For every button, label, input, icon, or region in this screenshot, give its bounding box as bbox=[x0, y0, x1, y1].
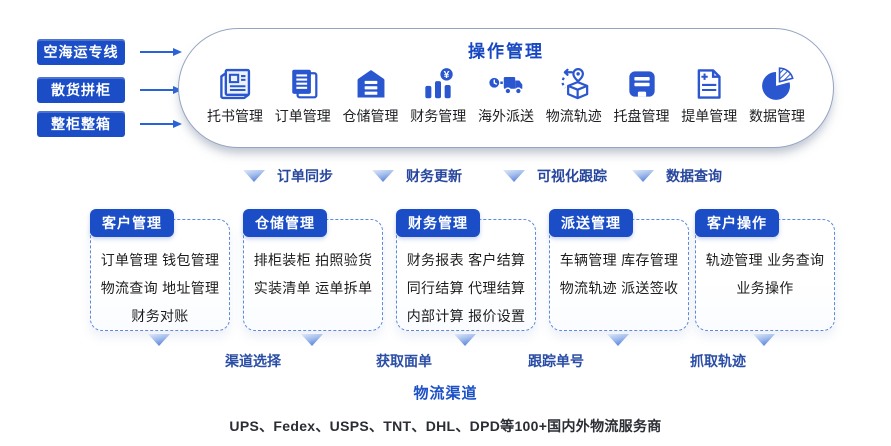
chevron-down-icon bbox=[632, 170, 654, 182]
logistics-channel-title: 物流渠道 bbox=[413, 385, 478, 402]
chevron-down-icon bbox=[148, 334, 170, 346]
source-box-lcl: 散货拼柜 bbox=[37, 77, 125, 103]
sync-label: 订单同步 bbox=[277, 168, 333, 184]
group-line: 订单管理 钱包管理 bbox=[100, 252, 220, 268]
group-line: 同行结算 代理结算 bbox=[406, 280, 526, 296]
channel-step-label: 获取面单 bbox=[376, 353, 432, 369]
chevron-down-icon bbox=[301, 334, 323, 346]
channel-step-label: 跟踪单号 bbox=[528, 353, 584, 369]
chevron-down-icon bbox=[607, 334, 629, 346]
module-label: 海外派送 bbox=[478, 108, 534, 124]
module-label: 物流轨迹 bbox=[545, 108, 602, 124]
group-dispatch-management: 派送管理 车辆管理 库存管理 物流轨迹 派送签收 bbox=[549, 209, 689, 331]
module-tracking: 物流轨迹 bbox=[542, 65, 606, 126]
sync-label: 财务更新 bbox=[406, 168, 462, 184]
chevron-down-icon bbox=[503, 170, 525, 182]
documents-icon bbox=[284, 65, 322, 103]
source-box-fcl: 整柜整箱 bbox=[37, 111, 125, 137]
channel-step-label: 渠道选择 bbox=[225, 353, 281, 369]
group-line: 物流轨迹 派送签收 bbox=[559, 280, 679, 296]
bill-of-lading-icon bbox=[690, 65, 728, 103]
group-content: 排柜装柜 拍照验货 实装清单 运单拆单 bbox=[244, 220, 382, 302]
sync-data-query: 数据查询 bbox=[632, 167, 722, 185]
group-content: 订单管理 钱包管理 物流查询 地址管理 财务对账 bbox=[91, 220, 229, 330]
sync-visual-tracking: 可视化跟踪 bbox=[503, 167, 607, 185]
sync-order: 订单同步 bbox=[243, 167, 333, 185]
right-arrow bbox=[140, 47, 182, 56]
svg-text:¥: ¥ bbox=[444, 70, 450, 81]
delivery-truck-icon bbox=[487, 65, 525, 103]
group-warehouse-management: 仓储管理 排柜装柜 拍照验货 实装清单 运单拆单 bbox=[243, 209, 383, 331]
newspaper-icon bbox=[216, 65, 254, 103]
group-line: 财务报表 客户结算 bbox=[406, 252, 526, 268]
module-data: 数据管理 bbox=[745, 65, 809, 126]
warehouse-icon bbox=[352, 65, 390, 103]
group-customer-management: 客户管理 订单管理 钱包管理 物流查询 地址管理 财务对账 bbox=[90, 209, 230, 331]
pallet-icon bbox=[623, 65, 661, 103]
module-label: 托书管理 bbox=[207, 108, 263, 124]
module-label: 仓储管理 bbox=[342, 108, 399, 124]
chevron-down-icon bbox=[753, 334, 775, 346]
module-label: 托盘管理 bbox=[613, 108, 670, 124]
group-content: 财务报表 客户结算 同行结算 代理结算 内部计算 报价设置 bbox=[397, 220, 535, 330]
group-title: 客户操作 bbox=[695, 209, 779, 237]
group-customer-operation: 客户操作 轨迹管理 业务查询 业务操作 bbox=[695, 209, 835, 331]
module-bill-of-lading: 提单管理 bbox=[677, 65, 741, 126]
group-line: 财务对账 bbox=[131, 308, 189, 324]
group-title: 客户管理 bbox=[90, 209, 174, 237]
channel-step-label: 抓取轨迹 bbox=[690, 353, 746, 369]
package-tracking-icon bbox=[555, 65, 593, 103]
group-title: 仓储管理 bbox=[243, 209, 327, 237]
right-arrow bbox=[140, 85, 182, 94]
chevron-down-icon bbox=[243, 170, 265, 182]
module-booking: 托书管理 bbox=[203, 65, 267, 126]
module-label: 提单管理 bbox=[681, 108, 738, 124]
group-line: 内部计算 报价设置 bbox=[406, 308, 526, 324]
module-pallet: 托盘管理 bbox=[610, 65, 674, 126]
group-title: 财务管理 bbox=[396, 209, 480, 237]
module-warehouse: 仓储管理 bbox=[339, 65, 403, 126]
sync-label: 可视化跟踪 bbox=[537, 168, 607, 184]
finance-chart-icon: ¥ bbox=[419, 65, 457, 103]
group-content: 轨迹管理 业务查询 业务操作 bbox=[696, 220, 834, 302]
module-finance: ¥ 财务管理 bbox=[406, 65, 470, 126]
group-line: 排柜装柜 拍照验货 bbox=[253, 252, 373, 268]
module-label: 财务管理 bbox=[410, 108, 467, 124]
module-label: 订单管理 bbox=[274, 108, 331, 124]
group-title: 派送管理 bbox=[549, 209, 633, 237]
group-line: 业务操作 bbox=[736, 280, 794, 296]
group-content: 车辆管理 库存管理 物流轨迹 派送签收 bbox=[550, 220, 688, 302]
module-overseas-delivery: 海外派送 bbox=[474, 65, 538, 126]
group-line: 物流查询 地址管理 bbox=[100, 280, 220, 296]
module-label: 数据管理 bbox=[749, 108, 805, 124]
module-row: 托书管理 订单管理 bbox=[179, 62, 833, 126]
operation-panel-title: 操作管理 bbox=[468, 42, 544, 61]
chevron-down-icon bbox=[454, 334, 476, 346]
group-line: 车辆管理 库存管理 bbox=[559, 252, 679, 268]
sync-label: 数据查询 bbox=[666, 168, 722, 184]
group-line: 轨迹管理 业务查询 bbox=[705, 252, 825, 268]
group-finance-management: 财务管理 财务报表 客户结算 同行结算 代理结算 内部计算 报价设置 bbox=[396, 209, 536, 331]
chevron-down-icon bbox=[372, 170, 394, 182]
source-box-air-sea-line: 空海运专线 bbox=[37, 39, 125, 65]
group-line: 实装清单 运单拆单 bbox=[253, 280, 373, 296]
sync-finance: 财务更新 bbox=[372, 167, 462, 185]
providers-text: UPS、Fedex、USPS、TNT、DHL、DPD等100+国内外物流服务商 bbox=[229, 418, 662, 434]
operation-panel: 操作管理 托书管理 bbox=[178, 28, 834, 148]
right-arrow bbox=[140, 119, 182, 128]
module-orders: 订单管理 bbox=[271, 65, 335, 126]
pie-chart-icon bbox=[758, 65, 796, 103]
